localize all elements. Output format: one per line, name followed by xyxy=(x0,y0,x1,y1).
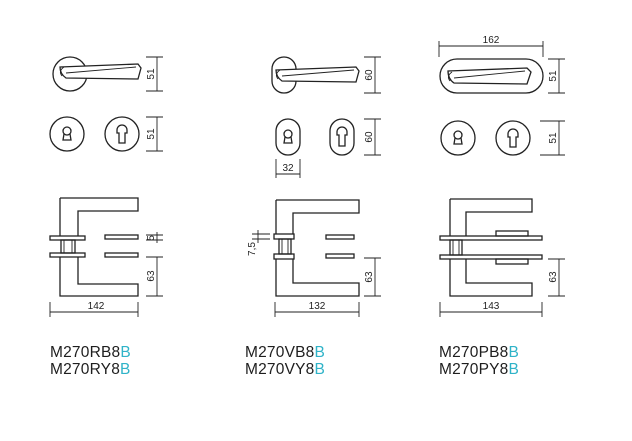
model-2-escutcheons: 60 32 xyxy=(275,118,381,178)
dim-escutcheon-height: 32 xyxy=(282,163,294,174)
dim-spacing: 5 xyxy=(146,235,157,241)
dim-lever-to-plate: 63 xyxy=(364,271,375,283)
model-3-front-view: 162 51 xyxy=(438,35,565,94)
model-2-front-view: 60 xyxy=(271,56,381,94)
model-code: M270PB8B xyxy=(439,344,520,361)
dim-plate-length: 162 xyxy=(483,35,500,46)
model-1-side-view: 5 63 142 xyxy=(49,197,163,317)
dim-escutcheon-width: 60 xyxy=(364,131,375,143)
model-2-codes: M270VB8B M270VY8B xyxy=(245,344,325,378)
dim-escutcheon-width: 51 xyxy=(548,132,559,144)
model-code: M270VB8B xyxy=(245,344,326,361)
code-suffix: B xyxy=(508,344,520,361)
code-suffix: B xyxy=(314,344,326,361)
dim-plate-width: 51 xyxy=(548,70,559,82)
dim-escutcheon-width: 51 xyxy=(146,128,157,140)
dim-lever-to-plate: 63 xyxy=(146,270,157,282)
code-suffix: B xyxy=(508,361,520,378)
model-1-front-view: 51 xyxy=(52,56,163,92)
dim-projection: 142 xyxy=(88,301,105,312)
dim-projection: 132 xyxy=(309,301,326,312)
model-3-escutcheons: 51 xyxy=(440,120,565,156)
code-suffix: B xyxy=(120,344,131,361)
model-3-side-view: 63 143 xyxy=(439,198,565,317)
model-code: M270RY8B xyxy=(50,361,131,378)
model-code: M270RB8B xyxy=(50,344,131,361)
model-3-codes: M270PB8B M270PY8B xyxy=(439,344,519,378)
code-suffix: B xyxy=(120,361,131,378)
dim-lever-to-plate: 63 xyxy=(548,271,559,283)
model-2-side-view: 7,5 63 132 xyxy=(247,199,381,317)
model-1-escutcheons: 51 xyxy=(49,116,163,152)
code-suffix: B xyxy=(314,361,326,378)
dim-projection: 143 xyxy=(483,301,500,312)
model-code: M270VY8B xyxy=(245,361,326,378)
model-code: M270PY8B xyxy=(439,361,520,378)
dim-spacing: 7,5 xyxy=(247,242,258,256)
dim-plate-width: 60 xyxy=(364,69,375,81)
dim-plate-width: 51 xyxy=(146,68,157,80)
model-1-codes: M270RB8B M270RY8B xyxy=(50,344,131,378)
